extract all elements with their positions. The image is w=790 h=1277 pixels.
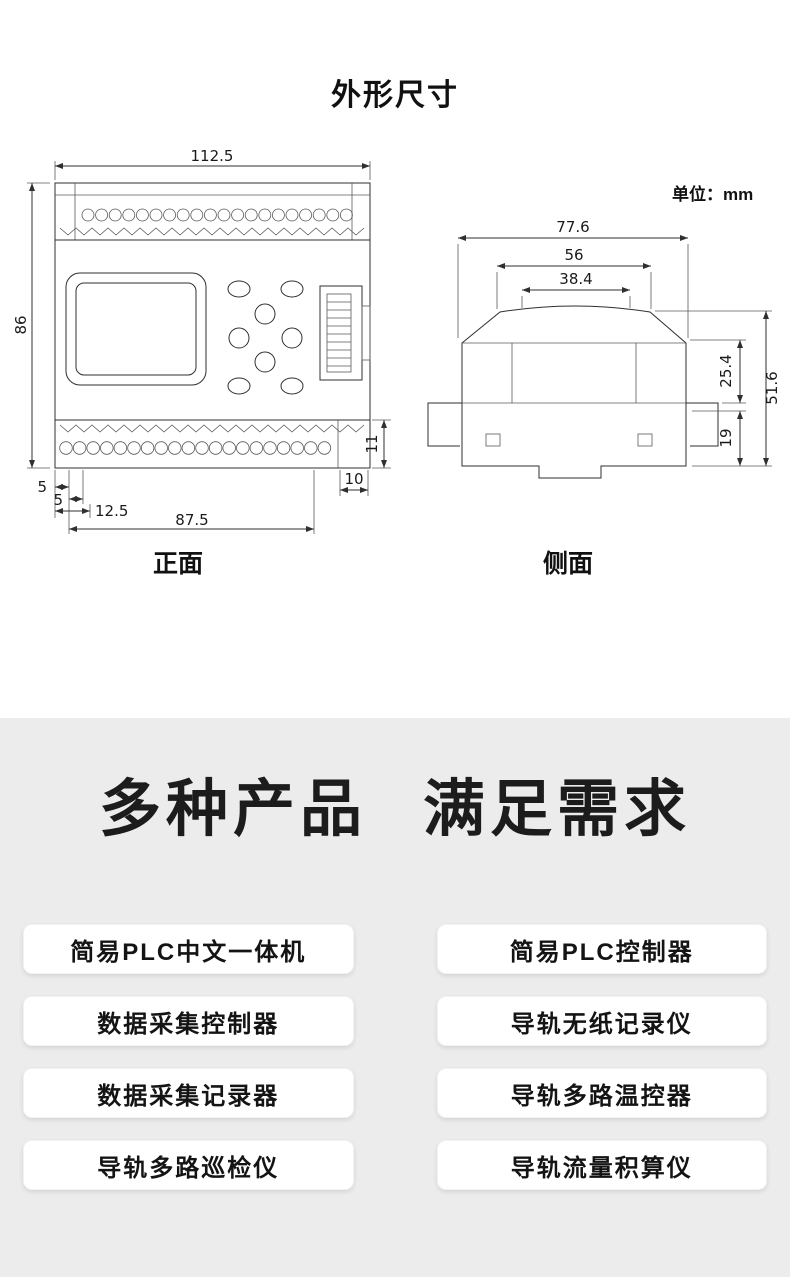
product-chip-data-collect-recorder[interactable]: 数据采集记录器 bbox=[23, 1068, 354, 1119]
svg-text:25.4: 25.4 bbox=[717, 354, 735, 387]
front-view-drawing: 112.5 86 5 5 12.5 bbox=[12, 148, 391, 578]
svg-text:77.6: 77.6 bbox=[556, 218, 589, 236]
bottom-serration bbox=[59, 424, 365, 433]
side-dim-mid-width: 56 bbox=[496, 246, 652, 309]
product-chip-plc-cn-allinone[interactable]: 简易PLC中文一体机 bbox=[23, 924, 354, 975]
front-dim-strip-height: 11 bbox=[363, 419, 391, 469]
svg-text:56: 56 bbox=[564, 246, 583, 264]
products-section: 多种产品 满足需求 简易PLC中文一体机 简易PLC控制器 数据采集控制器 导轨… bbox=[0, 718, 790, 1277]
side-dim-top-width: 38.4 bbox=[521, 270, 631, 308]
product-chip-rail-paperless-recorder[interactable]: 导轨无纸记录仪 bbox=[436, 996, 767, 1047]
dimensions-section: 外形尺寸 单位：mm bbox=[12, 79, 781, 578]
svg-text:38.4: 38.4 bbox=[559, 270, 592, 288]
product-chip-plc-controller[interactable]: 简易PLC控制器 bbox=[436, 924, 767, 975]
front-dim-right-offset: 10 bbox=[339, 470, 369, 496]
products-heading: 多种产品 满足需求 bbox=[0, 718, 790, 844]
svg-text:10: 10 bbox=[344, 470, 363, 488]
top-terminal-row bbox=[81, 208, 353, 222]
svg-text:12.5: 12.5 bbox=[95, 502, 128, 520]
lcd-bezel bbox=[65, 272, 207, 386]
svg-text:87.5: 87.5 bbox=[175, 511, 208, 529]
side-dim-overall-height: 51.6 bbox=[655, 310, 781, 467]
connector-port bbox=[319, 285, 371, 381]
button-cluster bbox=[227, 280, 304, 395]
unit-label: 单位：mm bbox=[672, 184, 753, 204]
side-dim-upper-height: 25.4 bbox=[690, 339, 746, 404]
svg-text:51.6: 51.6 bbox=[763, 371, 781, 404]
front-body-outline bbox=[54, 182, 371, 469]
heading-left: 多种产品 bbox=[98, 775, 367, 844]
side-view-label: 侧面 bbox=[543, 549, 593, 578]
product-buttons: 简易PLC中文一体机 简易PLC控制器 数据采集控制器 导轨无纸记录仪 数据采集… bbox=[0, 924, 790, 1191]
product-chip-rail-multi-temp-controller[interactable]: 导轨多路温控器 bbox=[436, 1068, 767, 1119]
product-chip-rail-multi-patrol[interactable]: 导轨多路巡检仪 bbox=[23, 1140, 354, 1191]
svg-text:112.5: 112.5 bbox=[191, 148, 234, 165]
side-dim-lower-height: 19 bbox=[692, 410, 746, 466]
top-serration bbox=[59, 227, 365, 236]
svg-text:11: 11 bbox=[363, 434, 381, 453]
dimension-drawings: 单位：mm bbox=[12, 148, 781, 578]
front-dim-height: 86 bbox=[12, 182, 50, 469]
front-dim-width: 112.5 bbox=[54, 148, 371, 180]
product-chip-data-collect-controller[interactable]: 数据采集控制器 bbox=[23, 996, 354, 1047]
din-rail-right bbox=[686, 402, 719, 447]
svg-text:86: 86 bbox=[12, 315, 30, 334]
bottom-terminal-row bbox=[59, 441, 332, 455]
svg-text:5: 5 bbox=[53, 491, 63, 509]
svg-text:5: 5 bbox=[37, 478, 47, 496]
din-rail-left bbox=[427, 402, 462, 447]
front-dim-bottom-width: 87.5 bbox=[69, 470, 315, 534]
svg-text:19: 19 bbox=[717, 428, 735, 447]
side-view-drawing: 77.6 56 38.4 25.4 bbox=[427, 218, 781, 578]
front-view-label: 正面 bbox=[153, 550, 203, 578]
front-dim-offsets: 5 5 12.5 bbox=[37, 470, 128, 534]
lcd-screen bbox=[75, 282, 197, 376]
product-chip-rail-flow-totalizer[interactable]: 导轨流量积算仪 bbox=[436, 1140, 767, 1191]
heading-right: 满足需求 bbox=[423, 775, 692, 844]
side-body-outline bbox=[461, 305, 687, 479]
page-title: 外形尺寸 bbox=[331, 79, 459, 112]
side-dim-overall-width: 77.6 bbox=[457, 218, 689, 338]
